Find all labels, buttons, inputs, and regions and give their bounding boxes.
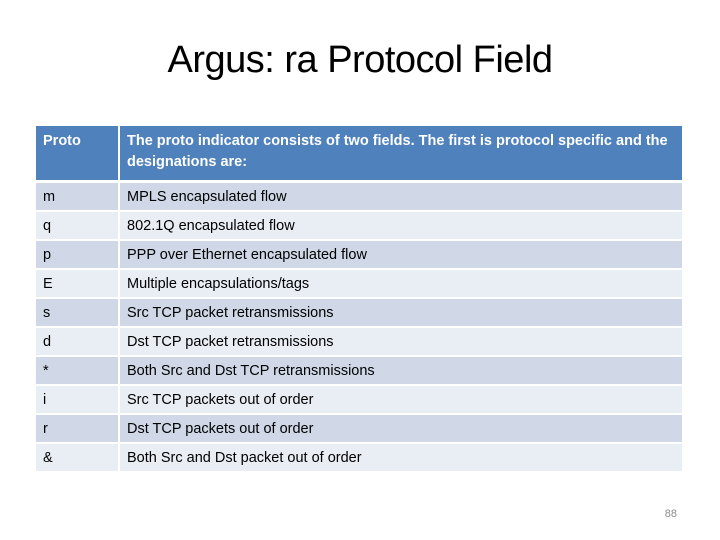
row-code: p <box>36 240 120 270</box>
table-row: m MPLS encapsulated flow <box>36 181 684 212</box>
row-description: Dst TCP packet retransmissions <box>119 327 684 357</box>
row-code: s <box>36 298 120 328</box>
table-row: d Dst TCP packet retransmissions <box>36 327 684 357</box>
row-description: Both Src and Dst TCP retransmissions <box>119 356 684 386</box>
row-code: i <box>36 385 120 415</box>
table-header-row: Proto The proto indicator consists of tw… <box>36 126 684 183</box>
row-description: 802.1Q encapsulated flow <box>119 211 684 241</box>
row-description: Src TCP packets out of order <box>119 385 684 415</box>
slide-title: Argus: ra Protocol Field <box>167 39 553 81</box>
row-description: Src TCP packet retransmissions <box>119 298 684 328</box>
header-description: The proto indicator consists of two fiel… <box>119 126 684 183</box>
row-code: q <box>36 211 120 241</box>
row-description: MPLS encapsulated flow <box>119 181 684 212</box>
page-number: 88 <box>664 508 677 520</box>
table-row: i Src TCP packets out of order <box>36 385 684 415</box>
table-row: p PPP over Ethernet encapsulated flow <box>36 240 684 270</box>
row-description: Both Src and Dst packet out of order <box>119 443 684 473</box>
row-description: Multiple encapsulations/tags <box>119 269 684 299</box>
row-code: & <box>36 443 120 473</box>
table-row: q 802.1Q encapsulated flow <box>36 211 684 241</box>
row-description: PPP over Ethernet encapsulated flow <box>119 240 684 270</box>
row-code: r <box>36 414 120 444</box>
proto-table: Proto The proto indicator consists of tw… <box>36 126 684 473</box>
table-row: & Both Src and Dst packet out of order <box>36 443 684 473</box>
row-code: * <box>36 356 120 386</box>
header-proto: Proto <box>36 126 120 183</box>
table-row: E Multiple encapsulations/tags <box>36 269 684 299</box>
row-code: d <box>36 327 120 357</box>
row-description: Dst TCP packets out of order <box>119 414 684 444</box>
table-row: r Dst TCP packets out of order <box>36 414 684 444</box>
table-row: * Both Src and Dst TCP retransmissions <box>36 356 684 386</box>
row-code: E <box>36 269 120 299</box>
row-code: m <box>36 181 120 212</box>
table-row: s Src TCP packet retransmissions <box>36 298 684 328</box>
